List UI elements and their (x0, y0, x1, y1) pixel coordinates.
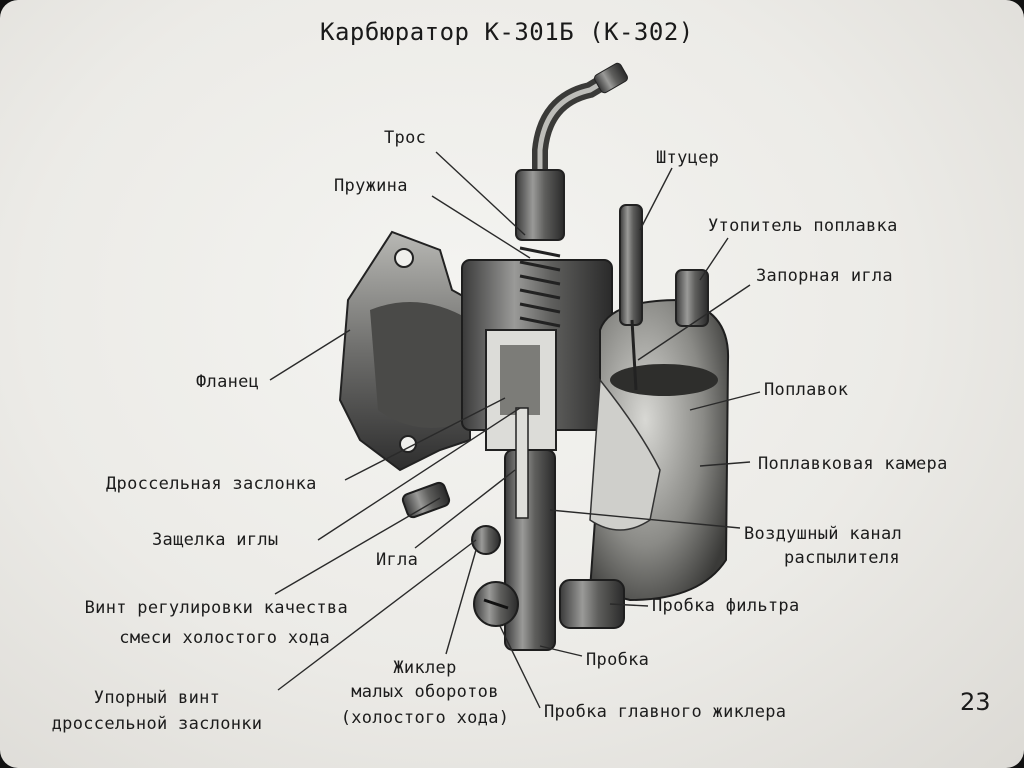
label-cable: Трос (384, 128, 427, 148)
page-number: 23 (960, 688, 991, 716)
label-air-channel-line2: распылителя (784, 548, 900, 568)
label-float: Поплавок (764, 380, 849, 400)
label-idle-jet-line3: (холостого хода) (340, 708, 510, 728)
label-float-plunger: Утопитель поплавка (708, 216, 898, 236)
label-needle: Игла (376, 550, 419, 570)
label-idle-jet-line1: Жиклер (393, 658, 457, 678)
label-float-chamber: Поплавковая камера (758, 454, 948, 474)
label-idle-mixture-screw-line2: смеси холостого хода (119, 628, 330, 648)
label-plug: Пробка (586, 650, 650, 670)
label-idle-mixture-screw-line1: Винт регулировки качества (84, 598, 348, 618)
label-idle-jet-line2: малых оборотов (351, 682, 499, 702)
label-needle-clip: Защелка иглы (152, 530, 279, 550)
label-throttle-valve: Дроссельная заслонка (106, 474, 317, 494)
lower-parts (401, 407, 625, 651)
label-flange: Фланец (196, 372, 260, 392)
throttle-body-part (461, 259, 613, 451)
label-air-channel-line1: Воздушный канал (744, 524, 903, 544)
flange-part (338, 230, 471, 472)
label-spring: Пружина (334, 176, 408, 196)
page-title: Карбюратор К-301Б (К-302) (320, 18, 694, 46)
label-throttle-stop-screw-line2: дроссельной заслонки (51, 714, 263, 734)
label-fitting: Штуцер (656, 148, 720, 168)
label-filter-plug: Пробка фильтра (652, 596, 800, 616)
cable-tube-part (515, 62, 629, 328)
float-chamber-part (588, 204, 730, 602)
label-needle-valve: Запорная игла (756, 266, 893, 286)
leader-lines (269, 151, 761, 709)
label-main-jet-plug: Пробка главного жиклера (544, 702, 787, 722)
label-throttle-stop-screw-line1: Упорный винт (93, 688, 221, 708)
